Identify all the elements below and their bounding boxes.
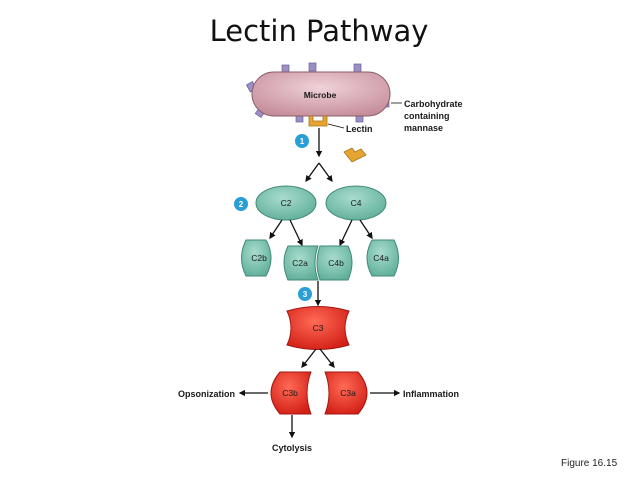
c2b-fragment	[241, 239, 272, 277]
carbohydrate-label-line-3: mannase	[404, 123, 443, 133]
c4b-fragment	[316, 245, 353, 281]
step-1-badge	[295, 134, 309, 148]
step-3-badge	[298, 287, 312, 301]
opsonization-label: Opsonization	[178, 389, 235, 399]
c2b-label: C2b	[251, 253, 267, 263]
c4a-fragment	[366, 239, 399, 277]
arrow-c2-to-c2b	[269, 219, 283, 240]
arrow-c4-to-c4b	[339, 219, 353, 247]
microbe-label: Microbe	[304, 90, 337, 100]
c2a-label: C2a	[292, 258, 308, 268]
c3-label: C3	[313, 323, 324, 333]
c3a-label: C3a	[340, 388, 356, 398]
arrow-c3-to-c3b	[301, 348, 317, 369]
microbe-cell	[251, 71, 391, 117]
step-2-badge	[234, 197, 248, 211]
step-3-number: 3	[303, 290, 308, 299]
c4b-label: C4b	[328, 258, 344, 268]
cytolysis-label: Cytolysis	[272, 443, 312, 453]
inflammation-label: Inflammation	[403, 389, 459, 399]
figure-caption: Figure 16.15	[561, 458, 618, 469]
c2a-fragment	[283, 245, 319, 281]
arrow-to-c4	[318, 162, 333, 183]
c2-label: C2	[281, 198, 292, 208]
slide-title: Lectin Pathway	[209, 14, 429, 48]
c3b-fragment	[270, 371, 312, 415]
step-1-number: 1	[300, 137, 305, 146]
carbohydrate-label-line-2: containing	[404, 111, 450, 121]
step-2-number: 2	[239, 200, 244, 209]
c4-protein	[325, 185, 387, 221]
c2-protein	[255, 185, 317, 221]
arrow-c3-to-c3a	[319, 348, 335, 369]
carbohydrate-label-line-1: Carbohydrate	[404, 99, 463, 109]
lectin-leader-line	[327, 123, 345, 129]
free-lectin-shape	[343, 147, 367, 163]
lectin-label: Lectin	[346, 124, 373, 134]
arrow-c4-to-c4a	[359, 219, 373, 240]
bound-lectin-shape	[308, 115, 328, 127]
c3-protein	[286, 306, 350, 350]
c4-label: C4	[351, 198, 362, 208]
c3b-label: C3b	[282, 388, 298, 398]
c4a-label: C4a	[373, 253, 389, 263]
arrow-c2-to-c2a	[289, 219, 303, 247]
c3a-fragment	[324, 371, 368, 415]
arrow-to-c2	[305, 162, 320, 183]
